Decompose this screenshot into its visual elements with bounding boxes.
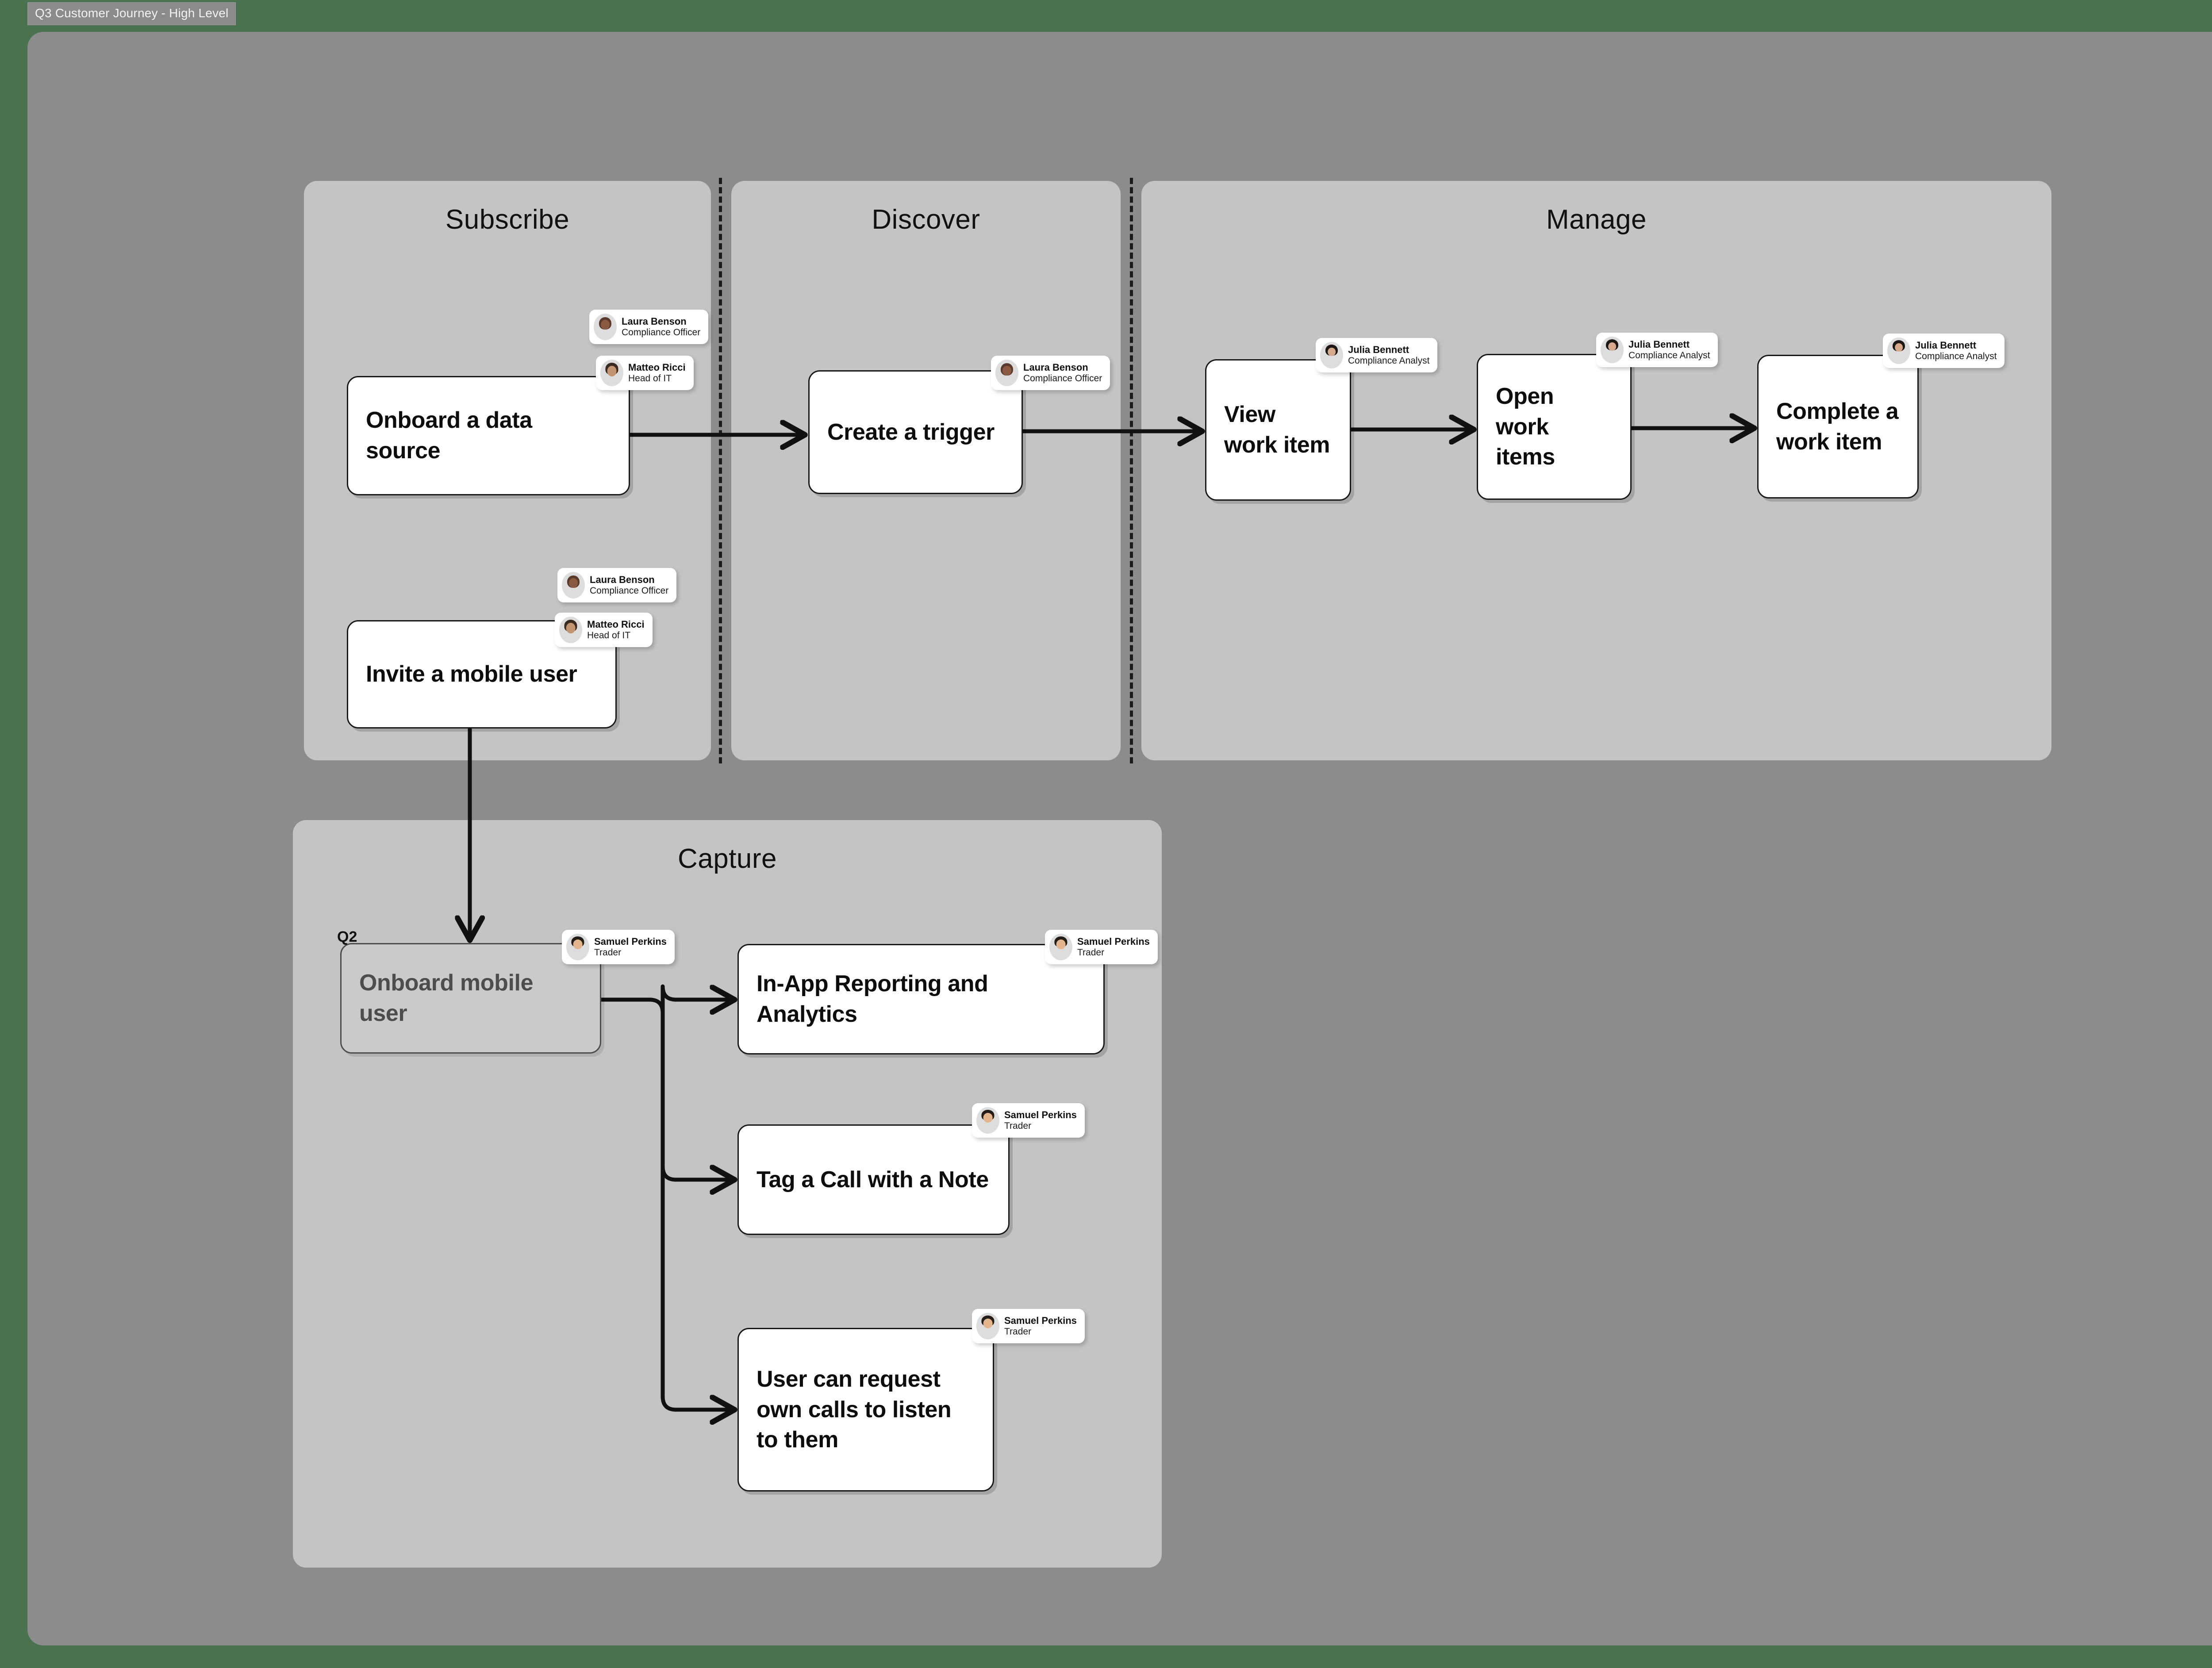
document-title-tab[interactable]: Q3 Customer Journey - High Level <box>27 2 236 25</box>
persona-role: Head of IT <box>587 630 631 640</box>
quarter-marker-q2: Q2 <box>337 928 357 945</box>
persona-chip-julia-bennett[interactable]: Julia Bennett Compliance Analyst <box>1596 333 1718 367</box>
persona-role: Compliance Analyst <box>1348 355 1430 366</box>
avatar-samuel-perkins <box>976 1313 999 1339</box>
persona-chip-julia-bennett[interactable]: Julia Bennett Compliance Analyst <box>1316 338 1438 372</box>
swimlane-title-discover: Discover <box>872 204 980 235</box>
persona-role: Compliance Analyst <box>1628 350 1710 360</box>
node-label-line-1: View <box>1224 402 1275 428</box>
persona-name: Julia Bennett <box>1348 344 1409 355</box>
swimlane-title-capture: Capture <box>677 844 777 874</box>
persona-name: Laura Benson <box>1023 361 1088 373</box>
persona-name: Julia Bennett <box>1628 338 1690 350</box>
persona-role: Compliance Officer <box>590 585 669 596</box>
node-label-line-3: to them <box>757 1427 838 1453</box>
avatar-samuel-perkins <box>1049 934 1072 960</box>
persona-name: Samuel Perkins <box>1004 1315 1077 1326</box>
persona-chip-matteo-ricci[interactable]: Matteo Ricci Head of IT <box>555 613 653 647</box>
node-label-line-2: work item <box>1224 432 1330 458</box>
persona-name: Samuel Perkins <box>1077 936 1150 947</box>
persona-role: Trader <box>1004 1326 1032 1337</box>
node-label: View work item <box>1206 399 1348 460</box>
avatar-samuel-perkins <box>976 1107 999 1134</box>
node-label-line-2: work item <box>1776 429 1882 455</box>
persona-chip-matteo-ricci[interactable]: Matteo Ricci Head of IT <box>596 356 694 390</box>
diagram-canvas[interactable]: Subscribe Discover Manage Capture <box>27 32 2212 1645</box>
node-label-line-2: own calls to listen <box>757 1396 952 1423</box>
swimlane-title-manage: Manage <box>1546 204 1647 235</box>
persona-role: Trader <box>1004 1120 1032 1131</box>
swimlane-discover[interactable]: Discover <box>731 181 1121 760</box>
node-label-line-1: User can request <box>757 1366 941 1392</box>
avatar-matteo-ricci <box>559 617 582 643</box>
node-label: User can request own calls to listen to … <box>739 1364 969 1455</box>
avatar-julia-bennett <box>1320 342 1343 368</box>
persona-name: Samuel Perkins <box>594 936 667 947</box>
avatar-julia-bennett <box>1887 337 1910 364</box>
swimlane-capture[interactable]: Capture <box>293 820 1162 1568</box>
node-complete-a-work-item[interactable]: Complete a work item <box>1757 355 1919 498</box>
persona-role: Head of IT <box>628 373 672 383</box>
persona-chip-julia-bennett[interactable]: Julia Bennett Compliance Analyst <box>1883 334 2005 368</box>
node-label-line-2: work items <box>1496 414 1555 470</box>
avatar-julia-bennett <box>1601 337 1624 363</box>
persona-name: Samuel Perkins <box>1004 1109 1077 1120</box>
avatar-laura-benson <box>594 314 617 340</box>
persona-role: Compliance Analyst <box>1915 351 1997 361</box>
node-view-work-item[interactable]: View work item <box>1205 359 1351 501</box>
node-label: In-App Reporting and Analytics <box>757 971 988 1027</box>
persona-chip-laura-benson[interactable]: Laura Benson Compliance Officer <box>589 310 709 344</box>
swimlane-title-subscribe: Subscribe <box>445 204 570 235</box>
persona-name: Laura Benson <box>590 574 655 585</box>
node-label: Tag a Call with a Note <box>757 1166 989 1193</box>
persona-name: Laura Benson <box>622 315 687 327</box>
node-tag-a-call-with-a-note[interactable]: Tag a Call with a Note <box>737 1124 1010 1235</box>
persona-chip-samuel-perkins[interactable]: Samuel Perkins Trader <box>1045 930 1158 964</box>
persona-name: Matteo Ricci <box>628 361 686 373</box>
node-user-can-request-own-calls[interactable]: User can request own calls to listen to … <box>737 1328 994 1492</box>
persona-chip-samuel-perkins[interactable]: Samuel Perkins Trader <box>972 1103 1085 1138</box>
avatar-laura-benson <box>562 572 585 598</box>
node-label-line-1: Open <box>1496 383 1554 410</box>
node-onboard-a-data-source[interactable]: Onboard a data source <box>347 376 630 495</box>
persona-role: Compliance Officer <box>622 327 701 337</box>
node-create-a-trigger[interactable]: Create a trigger <box>808 370 1023 494</box>
lane-divider-discover-manage <box>1130 178 1133 763</box>
persona-chip-laura-benson[interactable]: Laura Benson Compliance Officer <box>557 568 677 602</box>
persona-role: Trader <box>1077 947 1105 958</box>
avatar-samuel-perkins <box>566 934 589 960</box>
persona-chip-samuel-perkins[interactable]: Samuel Perkins Trader <box>562 930 675 964</box>
node-label: Onboard mobile user <box>359 970 534 1026</box>
node-in-app-reporting-and-analytics[interactable]: In-App Reporting and Analytics <box>737 944 1105 1054</box>
node-label: Create a trigger <box>827 419 995 445</box>
persona-role: Compliance Officer <box>1023 373 1102 383</box>
persona-role: Trader <box>594 947 622 958</box>
avatar-matteo-ricci <box>600 360 623 386</box>
persona-name: Matteo Ricci <box>587 618 645 630</box>
lane-divider-subscribe-discover <box>719 178 722 763</box>
node-onboard-mobile-user[interactable]: Onboard mobile user <box>340 943 601 1054</box>
node-label-line-1: Complete a <box>1776 398 1899 424</box>
node-label: Invite a mobile user <box>366 661 577 687</box>
avatar-laura-benson <box>995 360 1018 386</box>
node-open-work-items[interactable]: Open work items <box>1477 354 1632 500</box>
node-label: Complete a work item <box>1759 396 1916 457</box>
persona-name: Julia Bennett <box>1915 339 1977 351</box>
persona-chip-samuel-perkins[interactable]: Samuel Perkins Trader <box>972 1309 1085 1343</box>
persona-chip-laura-benson[interactable]: Laura Benson Compliance Officer <box>991 356 1110 390</box>
node-label: Onboard a data source <box>366 407 532 464</box>
node-label: Open work items <box>1478 381 1630 472</box>
